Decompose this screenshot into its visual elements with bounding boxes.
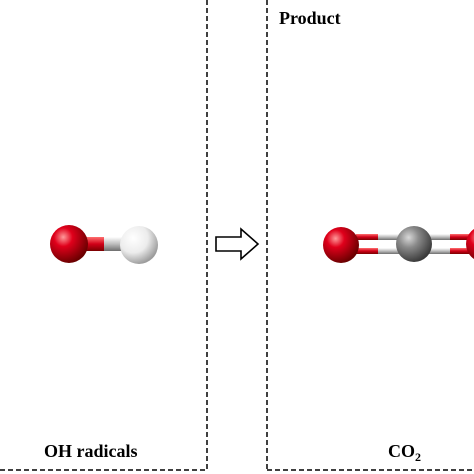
oxygen-atom bbox=[50, 225, 88, 263]
co2-label-main: CO bbox=[388, 441, 415, 461]
oxygen-atom bbox=[466, 229, 474, 259]
double-bond-left bbox=[356, 234, 400, 254]
carbon-atom bbox=[396, 226, 432, 262]
right-panel-frame bbox=[266, 0, 474, 471]
co2-label: CO2 bbox=[388, 441, 421, 465]
hollow-right-arrow-icon bbox=[215, 227, 260, 261]
oxygen-atom bbox=[323, 227, 359, 263]
oh-radicals-label: OH radicals bbox=[44, 441, 138, 461]
single-bond bbox=[82, 237, 126, 251]
co2-label-subscript: 2 bbox=[415, 450, 421, 464]
product-heading: Product bbox=[279, 8, 341, 28]
oh-molecule bbox=[50, 225, 158, 264]
co2-molecule bbox=[323, 226, 474, 263]
double-bond-right bbox=[428, 234, 474, 254]
left-panel-frame bbox=[0, 0, 208, 471]
hydrogen-atom bbox=[120, 226, 158, 264]
